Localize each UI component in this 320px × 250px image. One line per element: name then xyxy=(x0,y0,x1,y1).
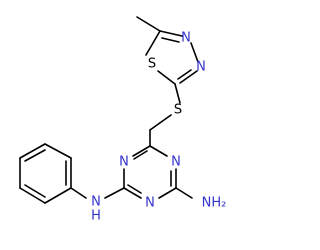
atom-s-thioether: S xyxy=(174,103,182,118)
atom-h-amine: H xyxy=(91,209,101,224)
bond-ph-6 xyxy=(44,187,72,204)
atom-n-thiadiazole-upper: N xyxy=(181,31,191,46)
bond-c5-n4 xyxy=(159,30,183,37)
bond-ph-3-double xyxy=(24,149,46,162)
molecule-canvas: N N S S N N N N H NH₂ xyxy=(19,16,226,224)
bond-c5-s1 xyxy=(145,30,161,56)
atom-nh-amine: N xyxy=(91,195,101,210)
bond-c4-n3 xyxy=(158,187,177,199)
molecule-structure: N N S S N N N N H NH₂ xyxy=(19,16,226,224)
bond-n3-c2-double xyxy=(177,69,192,80)
bond-c2-s xyxy=(174,83,181,104)
atom-s-thiadiazole: S xyxy=(148,57,156,72)
atom-n-triazine-right: N xyxy=(171,155,181,170)
bond-s-ch2 xyxy=(149,114,172,131)
bond-c4-nh2 xyxy=(175,187,193,199)
bond-n4-n3 xyxy=(190,42,199,63)
bond-nh-phenyl xyxy=(70,187,87,199)
bond-s1-c2 xyxy=(157,70,176,85)
bond-ph-3 xyxy=(19,143,46,159)
atom-n-triazine-left: N xyxy=(119,155,129,170)
bond-c6-n5 xyxy=(149,145,168,157)
bond-ph-5 xyxy=(19,187,46,204)
atom-label-layer: N N S S N N N N H NH₂ xyxy=(91,31,226,224)
bond-c6-n1 xyxy=(132,145,151,157)
bond-c2t-n3-double xyxy=(127,184,142,194)
bond-ph-2 xyxy=(44,143,72,159)
bond-ph-5-double xyxy=(24,184,46,198)
bond-c2t-n3 xyxy=(123,187,142,199)
bond-layer xyxy=(19,16,199,204)
bond-c5-n4-double xyxy=(161,37,180,43)
bond-n3-c2 xyxy=(179,70,198,84)
atom-n-thiadiazole-lower: N xyxy=(196,60,206,75)
bond-methyl xyxy=(136,16,161,32)
atom-nh2-amine: NH₂ xyxy=(202,196,227,211)
bond-c2t-nh xyxy=(104,187,125,199)
atom-n-triazine-bottom: N xyxy=(145,196,155,211)
bond-c6-n1-double xyxy=(133,150,148,160)
